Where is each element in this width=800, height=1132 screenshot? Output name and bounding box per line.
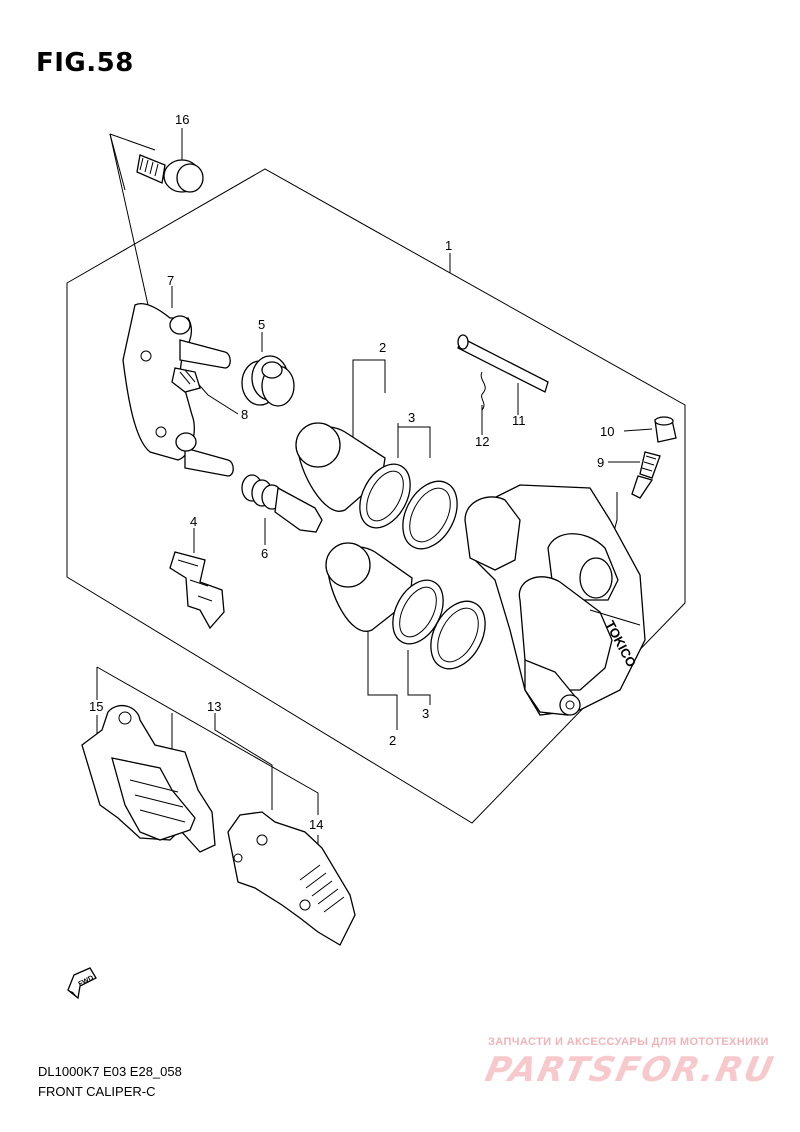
bolt-part-16: [136, 154, 204, 193]
callout-5: 5: [258, 317, 265, 332]
pad-spring-part-4: [169, 551, 225, 630]
callout-16: 16: [175, 112, 189, 127]
callout-8: 8: [241, 407, 248, 422]
caliper-body: TOKICO: [464, 484, 646, 716]
callout-2-upper: 2: [379, 340, 386, 355]
cap-part-10: [654, 416, 677, 443]
callout-9: 9: [597, 455, 604, 470]
assembly-outline: [66, 168, 686, 824]
callout-6: 6: [261, 546, 268, 561]
callout-4: 4: [190, 514, 197, 529]
callout-3-upper: 3: [408, 410, 415, 425]
callout-3-lower: 3: [422, 706, 429, 721]
leader-lines: [96, 128, 653, 860]
caliper-bracket-part-7: [122, 303, 234, 477]
spring-clip-part-8: [171, 367, 201, 393]
pad-pin-part-11: [457, 334, 549, 393]
brake-pad-part-14: [227, 811, 356, 946]
bleeder-valve-part-9: [631, 451, 661, 499]
brake-pad-part-15: [81, 704, 216, 853]
callout-11: 11: [512, 413, 526, 428]
dust-boot-part-5: [241, 355, 295, 407]
callout-15: 15: [89, 699, 103, 714]
fwd-direction-arrow: FWD: [67, 967, 97, 1000]
callout-1: 1: [445, 238, 452, 253]
callout-10: 10: [600, 424, 614, 439]
callout-13: 13: [207, 699, 221, 714]
diagram-code: DL1000K7 E03 E28_058: [38, 1064, 182, 1079]
watermark-tagline: ЗАПЧАСТИ И АКСЕССУАРЫ ДЛЯ МОТОТЕХНИКИ: [488, 1036, 769, 1048]
r-clip-part-12: [480, 371, 486, 411]
diagram-name: FRONT CALIPER-C: [38, 1084, 156, 1099]
callout-2-lower: 2: [389, 733, 396, 748]
callout-7: 7: [167, 273, 174, 288]
watermark-logo: PARTSFOR.RU: [481, 1050, 779, 1090]
figure-title: FIG.58: [36, 48, 134, 78]
callout-12: 12: [475, 434, 489, 449]
slide-pin-part-6: [241, 474, 323, 533]
piston-seals-part-3: [359, 463, 486, 670]
piston-lower-part-2: [325, 542, 413, 632]
callout-numbers: 1 2 3 4 5 6 7 8 9 10 11 12 13 14 15 16 2…: [89, 112, 614, 832]
callout-14: 14: [309, 817, 323, 832]
